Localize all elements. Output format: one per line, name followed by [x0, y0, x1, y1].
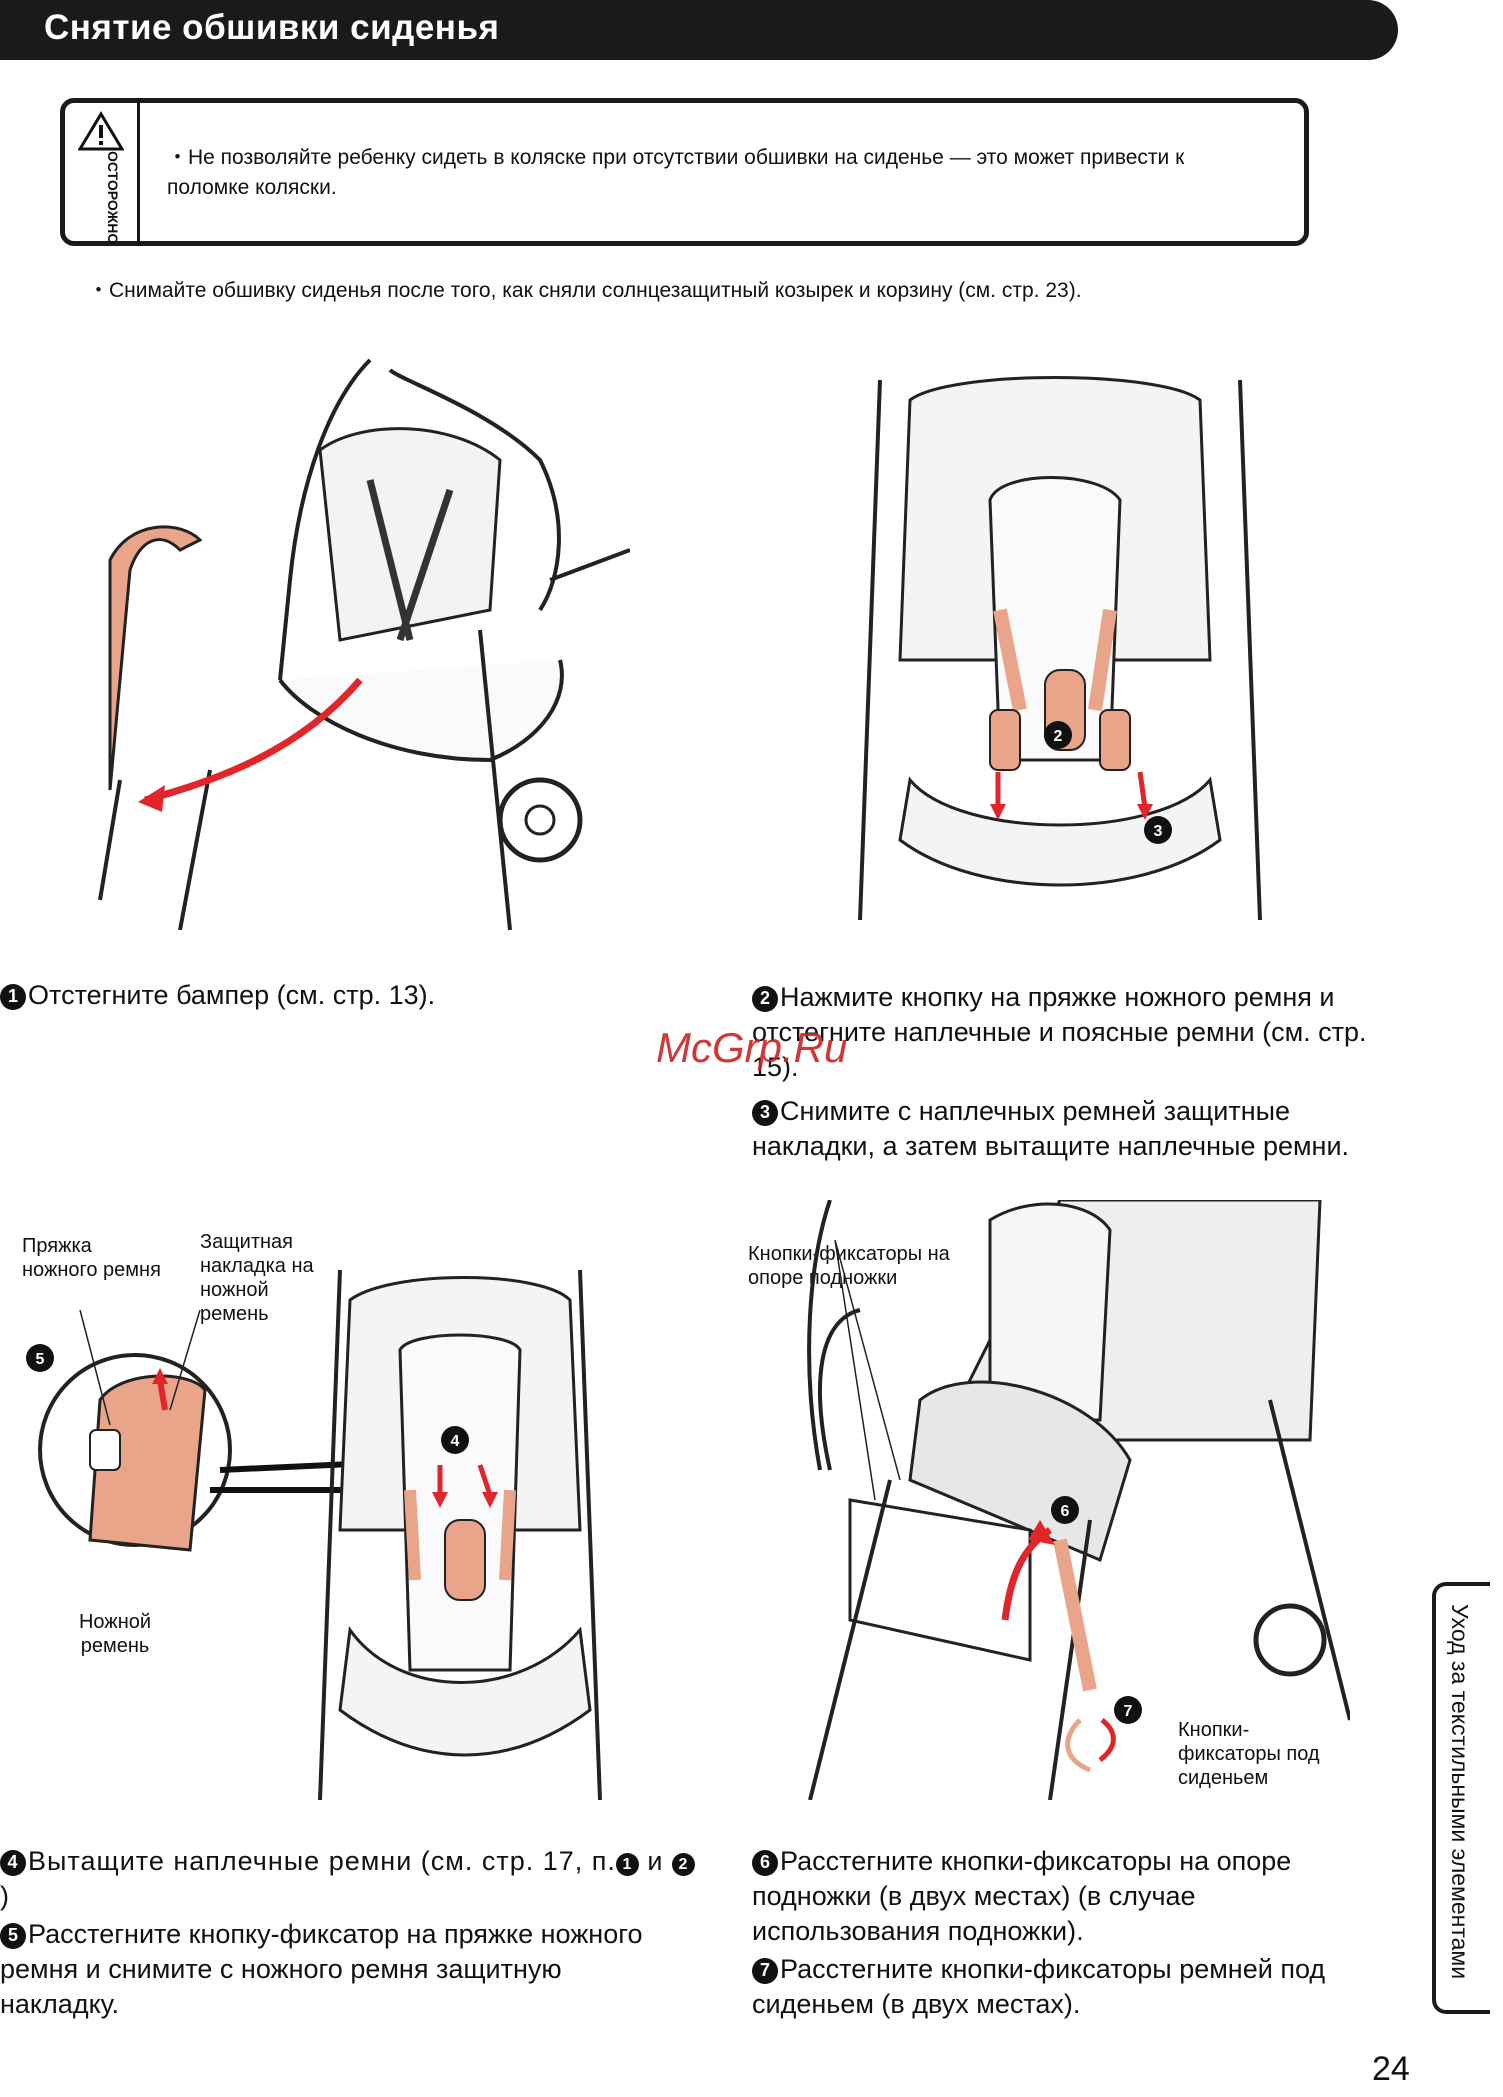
warning-box: ОСТОРОЖНО ・Не позволяйте ребенку сидеть … — [60, 98, 1309, 246]
note-text: ・Снимайте обшивку сиденья после того, ка… — [88, 279, 1082, 302]
step-5-number: 5 — [0, 1922, 26, 1949]
callout-2: 2 — [1054, 728, 1063, 745]
callout-5: 5 — [36, 1351, 45, 1368]
step-4-end: ) — [0, 1881, 10, 1911]
title-bar — [0, 0, 1398, 60]
stroller-side-illustration — [98, 358, 630, 930]
step-4-number: 4 — [0, 1849, 26, 1876]
step-3-text: Снимите с наплечных ремней защитные накл… — [752, 1096, 1350, 1161]
stroller-front-illustration: 2 3 — [858, 376, 1262, 920]
watermark: McGrp.Ru — [656, 1024, 848, 1071]
step-5-text: Расстегните кнопку-фиксатор на пряжке но… — [0, 1919, 643, 2019]
step-1-text: Отстегните бампер (см. стр. 13). — [28, 980, 436, 1010]
step-4-ref-1: 1 — [615, 1853, 639, 1876]
step-1-number: 1 — [0, 983, 26, 1010]
warning-label: ОСТОРОЖНО — [105, 151, 121, 245]
step-6-number: 6 — [752, 1849, 778, 1876]
callout-4: 4 — [451, 1433, 460, 1450]
page-number: 24 — [1372, 2050, 1410, 2088]
page-title: Снятие обшивки сиденья — [44, 8, 500, 47]
callout-7: 7 — [1124, 1703, 1133, 1720]
step-7-text: Расстегните кнопки-фиксаторы ремней под … — [752, 1954, 1326, 2019]
step-4-ref-2: 2 — [671, 1853, 695, 1876]
step-7-number: 7 — [752, 1957, 778, 1984]
buckle-detail-illustration: 5 4 — [26, 1269, 602, 1800]
step-4-mid: и — [638, 1846, 672, 1876]
warning-text: ・Не позволяйте ребенку сидеть в коляске … — [167, 146, 1185, 199]
step-3-number: 3 — [752, 1099, 778, 1126]
step-2-number: 2 — [752, 985, 778, 1012]
step-2-text: Нажмите кнопку на пряжке ножного ремня и… — [752, 982, 1367, 1082]
warning-side: ОСТОРОЖНО — [65, 103, 140, 245]
callout-6: 6 — [1061, 1503, 1070, 1520]
step-4-text: Вытащите наплечные ремни (см. стр. 17, п… — [28, 1846, 616, 1876]
section-side-tab-label: Уход за текстильными элементами — [1447, 1604, 1473, 1980]
label-footrest-snaps: Кнопки-фиксаторы на опоре подножки — [748, 1243, 950, 1289]
label-crotch-strap: Ножной ремень — [78, 1611, 152, 1657]
label-under-seat-snaps: Кнопки-фиксаторы под сиденьем — [1178, 1719, 1320, 1789]
snaps-illustration: 6 7 — [807, 1200, 1350, 1800]
warning-triangle-icon — [78, 111, 124, 151]
label-pad: Защитная накладка на ножной ремень — [200, 1231, 314, 1325]
section-side-tab: Уход за текстильными элементами — [1432, 1582, 1490, 2014]
label-buckle: Пряжка ножного ремня — [22, 1235, 161, 1281]
step-6-text: Расстегните кнопки-фиксаторы на опоре по… — [752, 1846, 1292, 1946]
callout-3: 3 — [1154, 823, 1163, 840]
